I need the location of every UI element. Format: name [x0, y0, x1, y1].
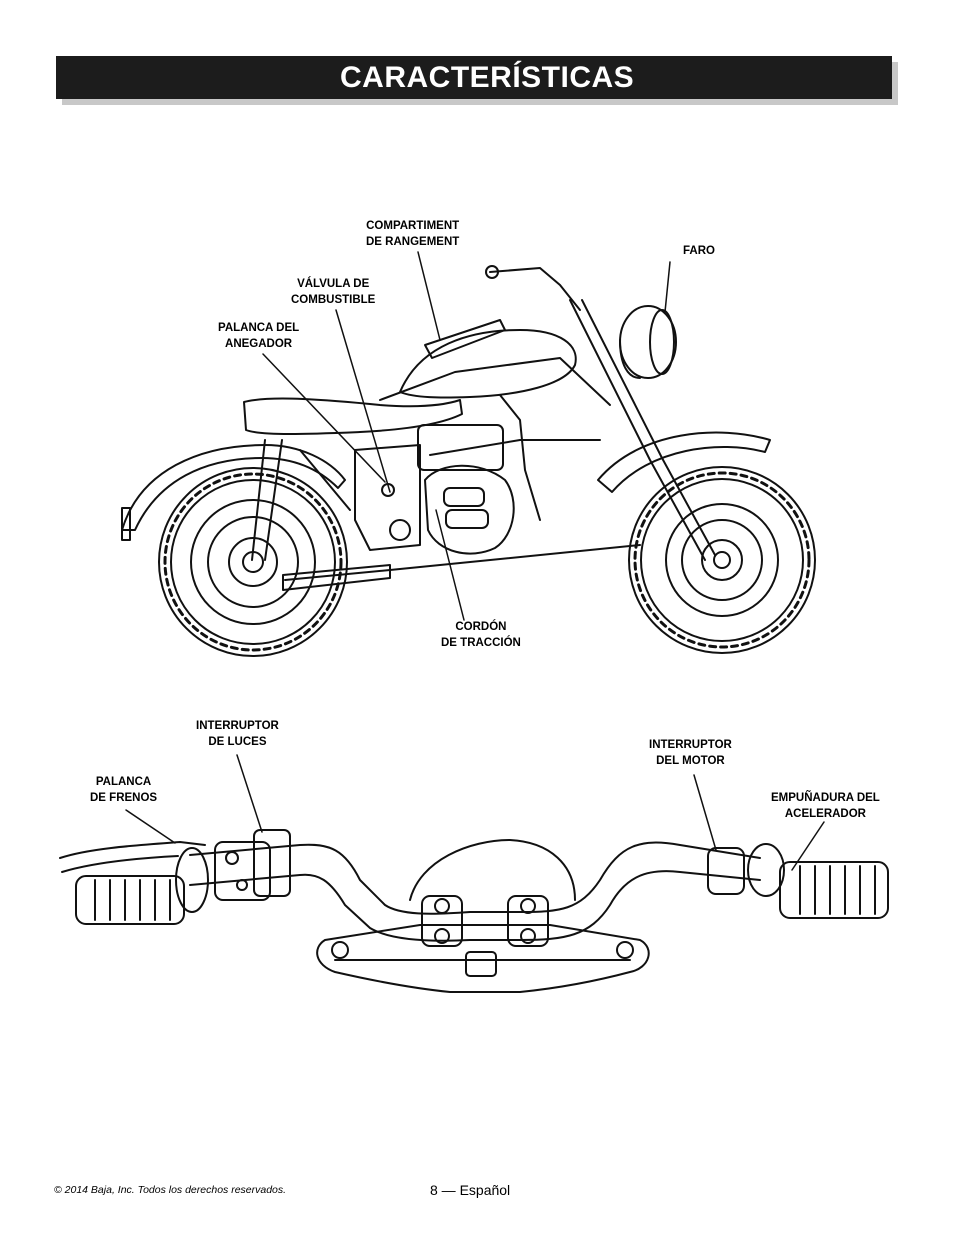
bike-handlebar: [489, 267, 581, 311]
label-choke-lever: PALANCA DEL ANEGADOR: [218, 320, 299, 352]
label-storage-compartment: COMPARTIMENT DE RANGEMENT: [366, 218, 459, 250]
label-line: EMPUÑADURA DEL: [771, 792, 880, 804]
right-grip: [779, 861, 889, 919]
handlebar-tube: [189, 841, 761, 915]
page-number: 8 — Español: [430, 1182, 511, 1198]
label-line: DEL MOTOR: [656, 755, 725, 767]
copyright-notice: © 2014 Baja, Inc. Todos los derechos res…: [54, 1184, 287, 1196]
front-wheel: [628, 466, 816, 654]
label-line: CORDÓN: [455, 621, 507, 633]
seat: [243, 397, 463, 435]
label-line: DE FRENOS: [90, 792, 158, 804]
left-grip: [75, 847, 209, 925]
page-title: CARACTERÍSTICAS: [340, 61, 635, 94]
motorcycle-callouts: [262, 251, 671, 621]
label-throttle-grip: EMPUÑADURA DEL ACELERADOR: [771, 790, 880, 822]
label-line: DE LUCES: [208, 736, 267, 748]
label-light-switch: INTERRUPTOR DE LUCES: [196, 718, 279, 750]
rear-fender: [121, 444, 346, 531]
label-line: FARO: [683, 245, 715, 257]
frame: [251, 357, 641, 581]
storage-lid: [424, 319, 506, 359]
right-switch-housing: [707, 843, 785, 897]
brake-lever: [59, 841, 206, 873]
label-fuel-valve: VÁLVULA DE COMBUSTIBLE: [291, 276, 375, 308]
label-engine-switch: INTERRUPTOR DEL MOTOR: [649, 737, 732, 769]
label-line: DE TRACCIÓN: [441, 637, 521, 649]
headlight-rim: [409, 839, 576, 901]
header-bar: [56, 56, 892, 99]
headlight: [619, 305, 677, 379]
label-brake-lever: PALANCA DE FRENOS: [90, 774, 157, 806]
label-line: INTERRUPTOR: [196, 720, 279, 732]
rear-wheel: [158, 467, 348, 657]
handlebar-callouts: [125, 754, 825, 871]
label-line: PALANCA DEL: [218, 322, 300, 334]
label-line: VÁLVULA DE: [297, 278, 370, 290]
label-line: COMBUSTIBLE: [291, 294, 376, 306]
label-pull-cord: CORDÓN DE TRACCIÓN: [441, 619, 521, 651]
label-line: INTERRUPTOR: [649, 739, 732, 751]
fuel-tank: [399, 329, 577, 399]
engine: [354, 424, 515, 555]
label-line: DE RANGEMENT: [366, 236, 460, 248]
label-headlight: FARO: [683, 243, 715, 259]
label-line: ANEGADOR: [225, 338, 293, 350]
front-fender: [597, 431, 771, 493]
left-switch-housing: [214, 829, 291, 901]
triple-clamp: [316, 924, 650, 993]
label-line: ACELERADOR: [784, 808, 866, 820]
label-line: COMPARTIMENT: [366, 220, 460, 232]
label-line: PALANCA: [95, 776, 152, 788]
